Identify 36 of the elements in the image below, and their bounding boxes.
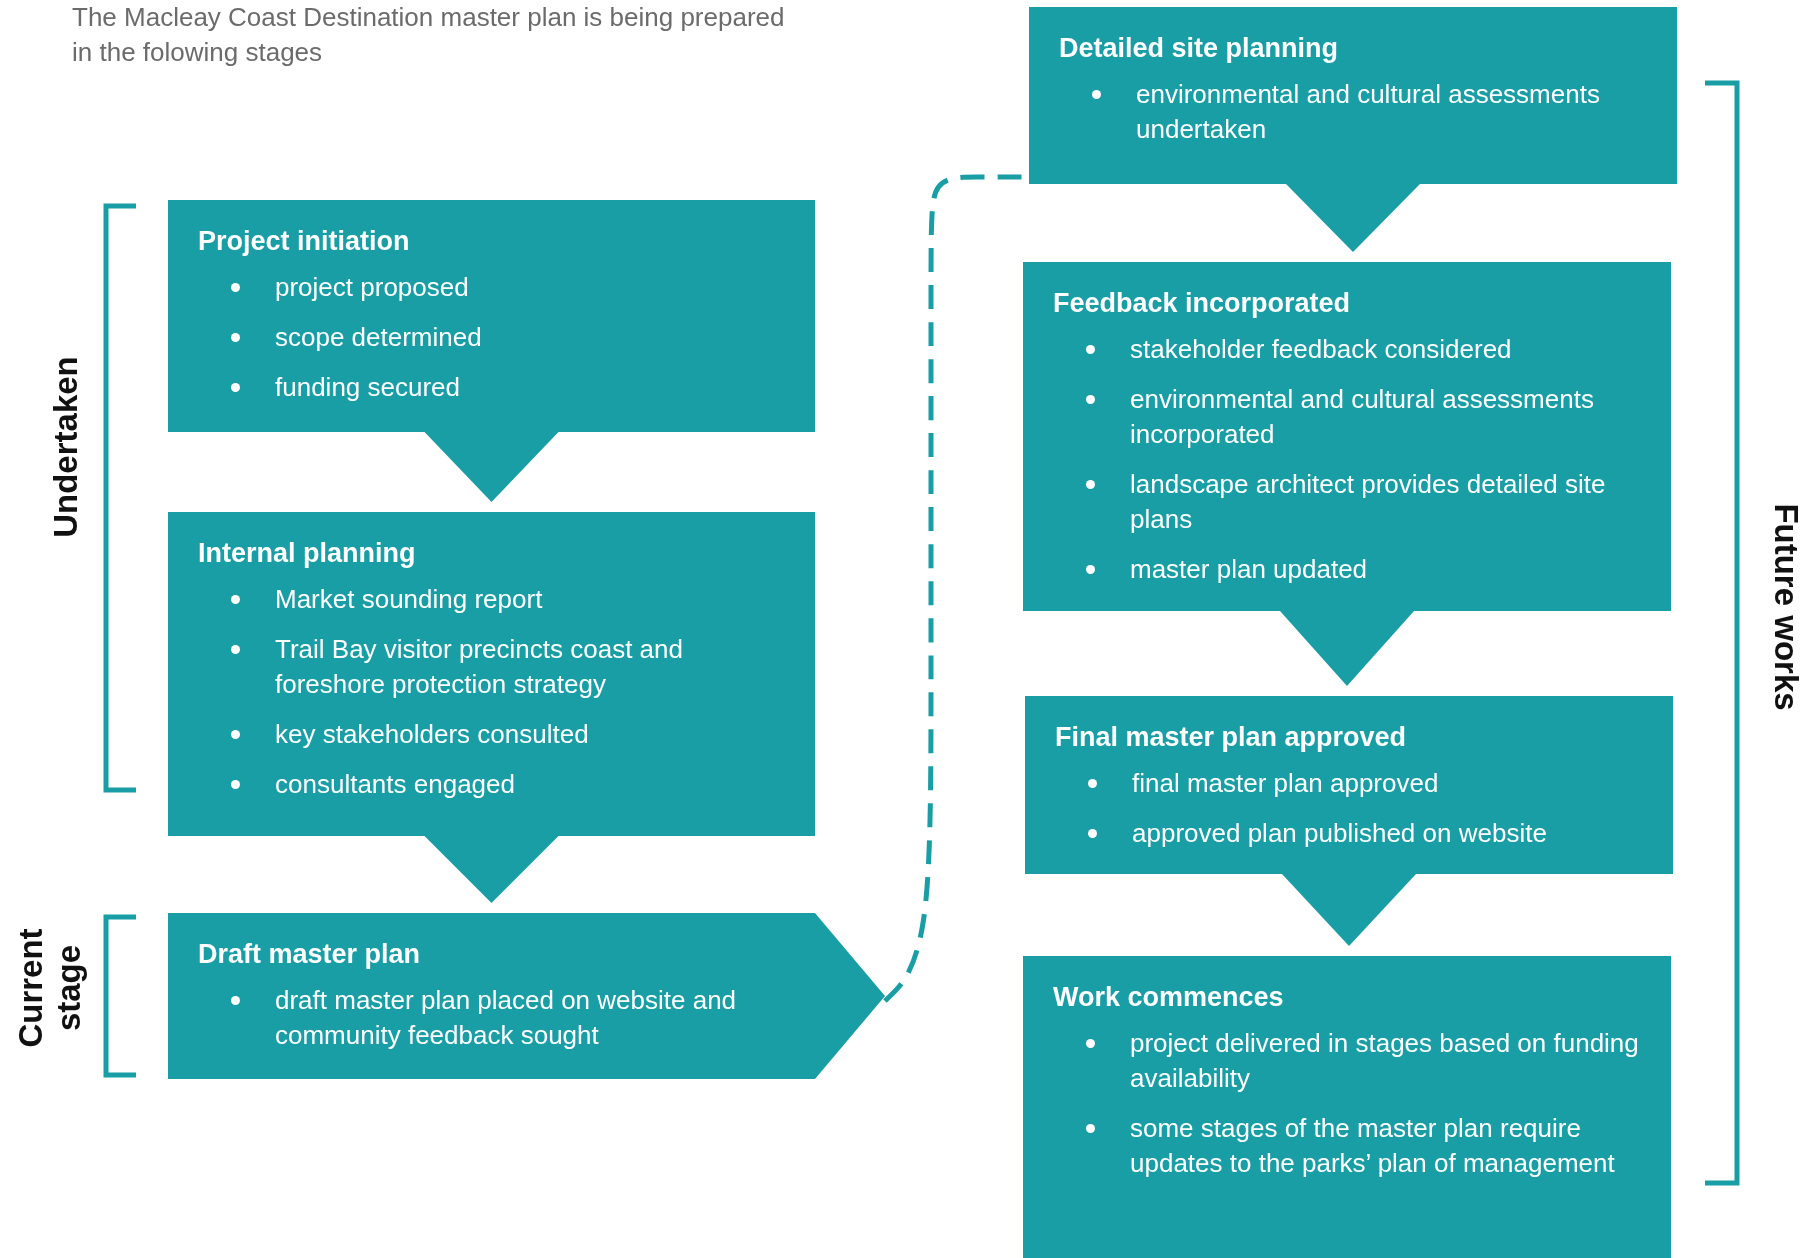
- stage-heading: Internal planning: [198, 537, 416, 570]
- chevron-arrow: [424, 432, 559, 502]
- bullet-text: master plan updated: [1130, 553, 1368, 586]
- bullet-text: environmental and cultural assessments incorporated: [1130, 383, 1595, 451]
- bullet-text: scope determined: [275, 321, 482, 354]
- chevron-arrow: [1282, 874, 1416, 946]
- bullet-text: stakeholder feedback considered: [1130, 333, 1512, 366]
- chevron-arrow: [424, 836, 559, 903]
- bracket-label: Future works: [1767, 502, 1806, 713]
- bracket-label: Undertaken: [46, 355, 85, 540]
- bullet-text: some stages of the master plan require updates to the parks’ plan of management: [1130, 1112, 1616, 1180]
- chevron-arrow: [1286, 184, 1420, 252]
- stage-box: [1023, 262, 1671, 611]
- stage-heading: Detailed site planning: [1059, 32, 1339, 65]
- stage-heading: Project initiation: [198, 225, 410, 258]
- stage-heading: Work commences: [1053, 981, 1284, 1014]
- bullet-text: funding secured: [275, 371, 461, 404]
- bullet-text: project delivered in stages based on funding availability: [1130, 1027, 1640, 1095]
- stage-heading: Final master plan approved: [1055, 721, 1407, 754]
- chevron-arrow: [1280, 611, 1414, 686]
- bullet-text: project proposed: [275, 271, 469, 304]
- stage-heading: Feedback incorporated: [1053, 287, 1351, 320]
- bullet-text: draft master plan placed on website and community feedback sought: [275, 984, 738, 1052]
- bullet-text: final master plan approved: [1132, 767, 1439, 800]
- intro-text: The Macleay Coast Destination master plan is being prepared in the folowing stages: [72, 1, 786, 69]
- bullet-text: landscape architect provides detailed site plans: [1130, 468, 1607, 536]
- bullet-text: approved plan published on website: [1132, 817, 1547, 850]
- stage-heading: Draft master plan: [198, 938, 421, 971]
- bullet-text: environmental and cultural assessments undertaken: [1136, 78, 1601, 146]
- bullet-text: Trail Bay visitor precincts coast and foreshore protection strategy: [275, 633, 684, 701]
- bullet-text: consultants engaged: [275, 768, 515, 801]
- bullet-text: Market sounding report: [275, 583, 543, 616]
- bullet-text: key stakeholders consulted: [275, 718, 589, 751]
- stage-box: [168, 512, 815, 836]
- bracket-label: Current stage: [11, 927, 88, 1050]
- stage-box: [1023, 956, 1671, 1258]
